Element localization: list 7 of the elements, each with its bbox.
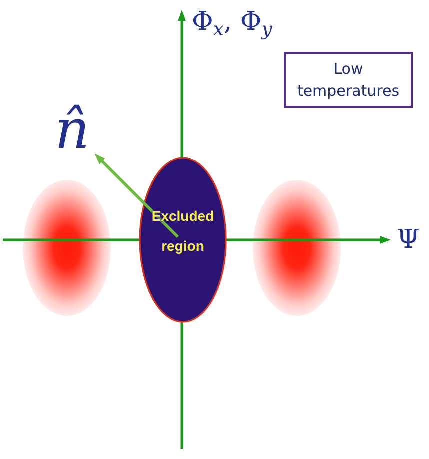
glow-spot bbox=[253, 180, 341, 316]
axis-label: Φ$_{x}$, Φ$_{y}$ bbox=[192, 8, 272, 43]
axis-label: Ψ bbox=[397, 226, 420, 257]
glow-spot bbox=[23, 180, 111, 316]
vector-label: n̂ bbox=[55, 100, 90, 163]
region-ellipse bbox=[139, 157, 227, 323]
condition-box: Low temperatures bbox=[284, 52, 413, 108]
